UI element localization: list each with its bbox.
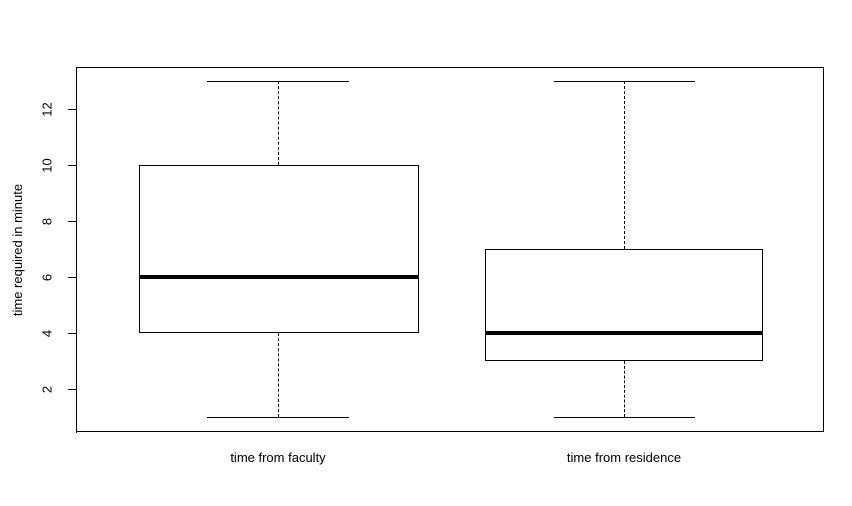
upper-whisker-line-2 <box>624 81 625 249</box>
upper-whisker-cap-2 <box>554 81 695 82</box>
y-tick-label-2: 2 <box>39 385 55 394</box>
lower-whisker-cap-2 <box>554 417 695 418</box>
y-tick-label-8: 8 <box>39 217 55 226</box>
lower-whisker-line-2 <box>624 361 625 417</box>
y-tick-6 <box>68 277 76 278</box>
y-tick-label-6: 6 <box>39 273 55 282</box>
y-tick-label-10: 10 <box>39 158 55 173</box>
y-tick-4 <box>68 333 76 334</box>
lower-whisker-line-1 <box>278 333 279 417</box>
median-line-2 <box>485 331 763 335</box>
y-tick-label-12: 12 <box>39 102 55 117</box>
upper-whisker-line-1 <box>278 81 279 165</box>
box-rect-2 <box>485 249 763 361</box>
y-tick-label-4: 4 <box>39 329 55 338</box>
upper-whisker-cap-1 <box>207 81 349 82</box>
y-axis-title: time required in minute <box>10 183 25 317</box>
y-tick-8 <box>68 221 76 222</box>
y-tick-12 <box>68 109 76 110</box>
y-tick-2 <box>68 389 76 390</box>
x-tick-label-time-from-residence: time from residence <box>566 450 682 465</box>
lower-whisker-cap-1 <box>207 417 349 418</box>
y-tick-10 <box>68 165 76 166</box>
median-line-1 <box>139 275 419 279</box>
box-rect-1 <box>139 165 419 333</box>
x-tick-label-time-from-faculty: time from faculty <box>230 450 326 465</box>
